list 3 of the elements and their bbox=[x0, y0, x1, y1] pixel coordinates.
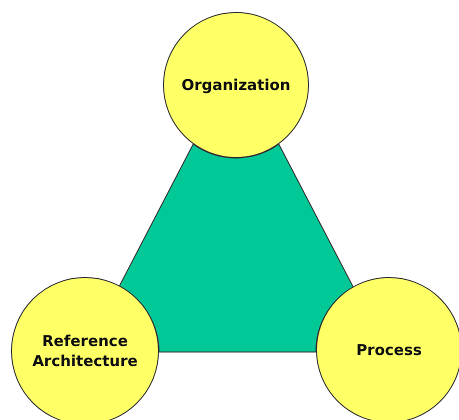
node-label: Process bbox=[356, 340, 422, 360]
node-label: Organization bbox=[182, 74, 290, 96]
node-label: Reference Architecture bbox=[31, 330, 139, 372]
